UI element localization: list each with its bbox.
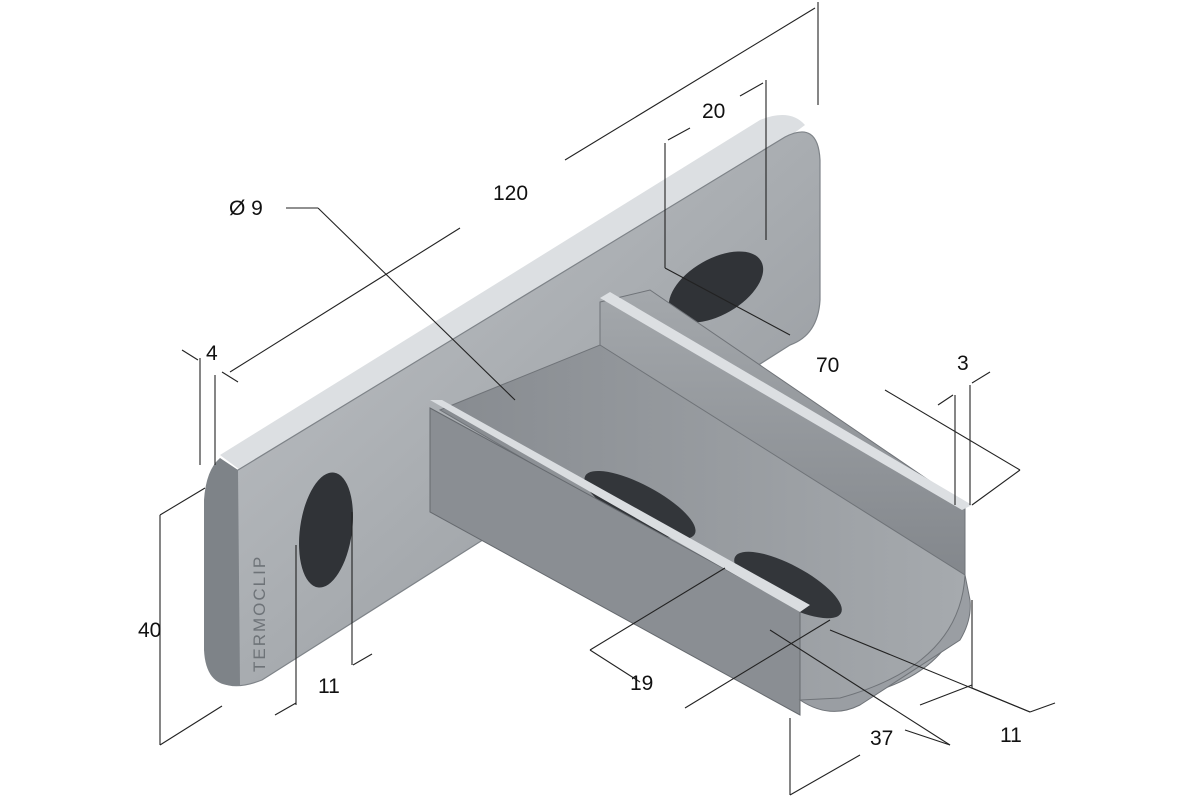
dim-40-ext-bottom (159, 705, 223, 746)
brand-engraving: TERMOCLIP (250, 555, 269, 672)
channel-bottom-bend (798, 574, 971, 712)
dim-19-ext-left (589, 649, 641, 683)
dim-37-ext-right (769, 629, 951, 746)
dimension-labels: 120 20 Ø 9 4 70 3 40 11 19 37 11 (138, 100, 1022, 750)
dimension-lines (159, 2, 1056, 796)
plate-holes (299, 251, 764, 588)
channel-right-wall-edge (600, 292, 972, 510)
dim-11-tick-2 (352, 653, 373, 666)
dim-120-line-left (229, 227, 461, 373)
dim-4-tick-2 (221, 371, 239, 383)
dim-20-line-left (667, 127, 691, 141)
back-plate-left-edge (204, 458, 240, 686)
dim-label-11-edge: 11 (1000, 724, 1022, 747)
dim-label-4: 4 (206, 342, 218, 365)
dim-label-120: 120 (493, 182, 528, 205)
dim-4-tick-1 (181, 349, 199, 361)
dim-19-line-right (684, 619, 831, 709)
back-plate-top-edge (220, 115, 805, 470)
dim-120-line-right (564, 7, 816, 161)
dim-label-11-slot: 11 (318, 675, 340, 698)
slot-hole-left (299, 472, 353, 588)
dim-11e-ext-long (829, 629, 1031, 713)
dim-label-diameter-9: Ø 9 (229, 197, 263, 220)
dim-11-tick-1 (274, 702, 297, 716)
floor-slot-2 (734, 551, 842, 619)
dim-40-ext-top (159, 487, 206, 516)
dim-label-70: 70 (816, 354, 839, 377)
dim-d9-leader (317, 207, 516, 401)
dim-37-line-right (904, 729, 951, 746)
u-channel (429, 289, 972, 716)
slot-hole-right (668, 251, 764, 323)
dim-70-line-b (884, 389, 1021, 471)
dim-label-20: 20 (702, 100, 725, 123)
dim-37-ext-mid (919, 684, 973, 706)
dim-70-line-a (664, 267, 791, 336)
dim-11e-tick (1029, 702, 1056, 713)
dim-37-line-left (789, 754, 861, 796)
channel-front-wall (429, 407, 801, 716)
dim-3-ext-top (971, 469, 1021, 506)
dim-19-line-left (589, 567, 726, 651)
channel-front-wall-top-edge (430, 400, 810, 612)
channel-back-wall (599, 289, 966, 576)
floor-slot-1 (584, 470, 696, 540)
dim-3-tick-2 (971, 371, 991, 384)
dim-label-3: 3 (957, 352, 969, 375)
dim-20-line-right (739, 82, 764, 97)
dim-3-tick-1 (937, 394, 954, 406)
dim-label-40: 40 (138, 619, 161, 642)
dim-label-19: 19 (630, 672, 653, 695)
dim-label-37: 37 (870, 727, 893, 750)
